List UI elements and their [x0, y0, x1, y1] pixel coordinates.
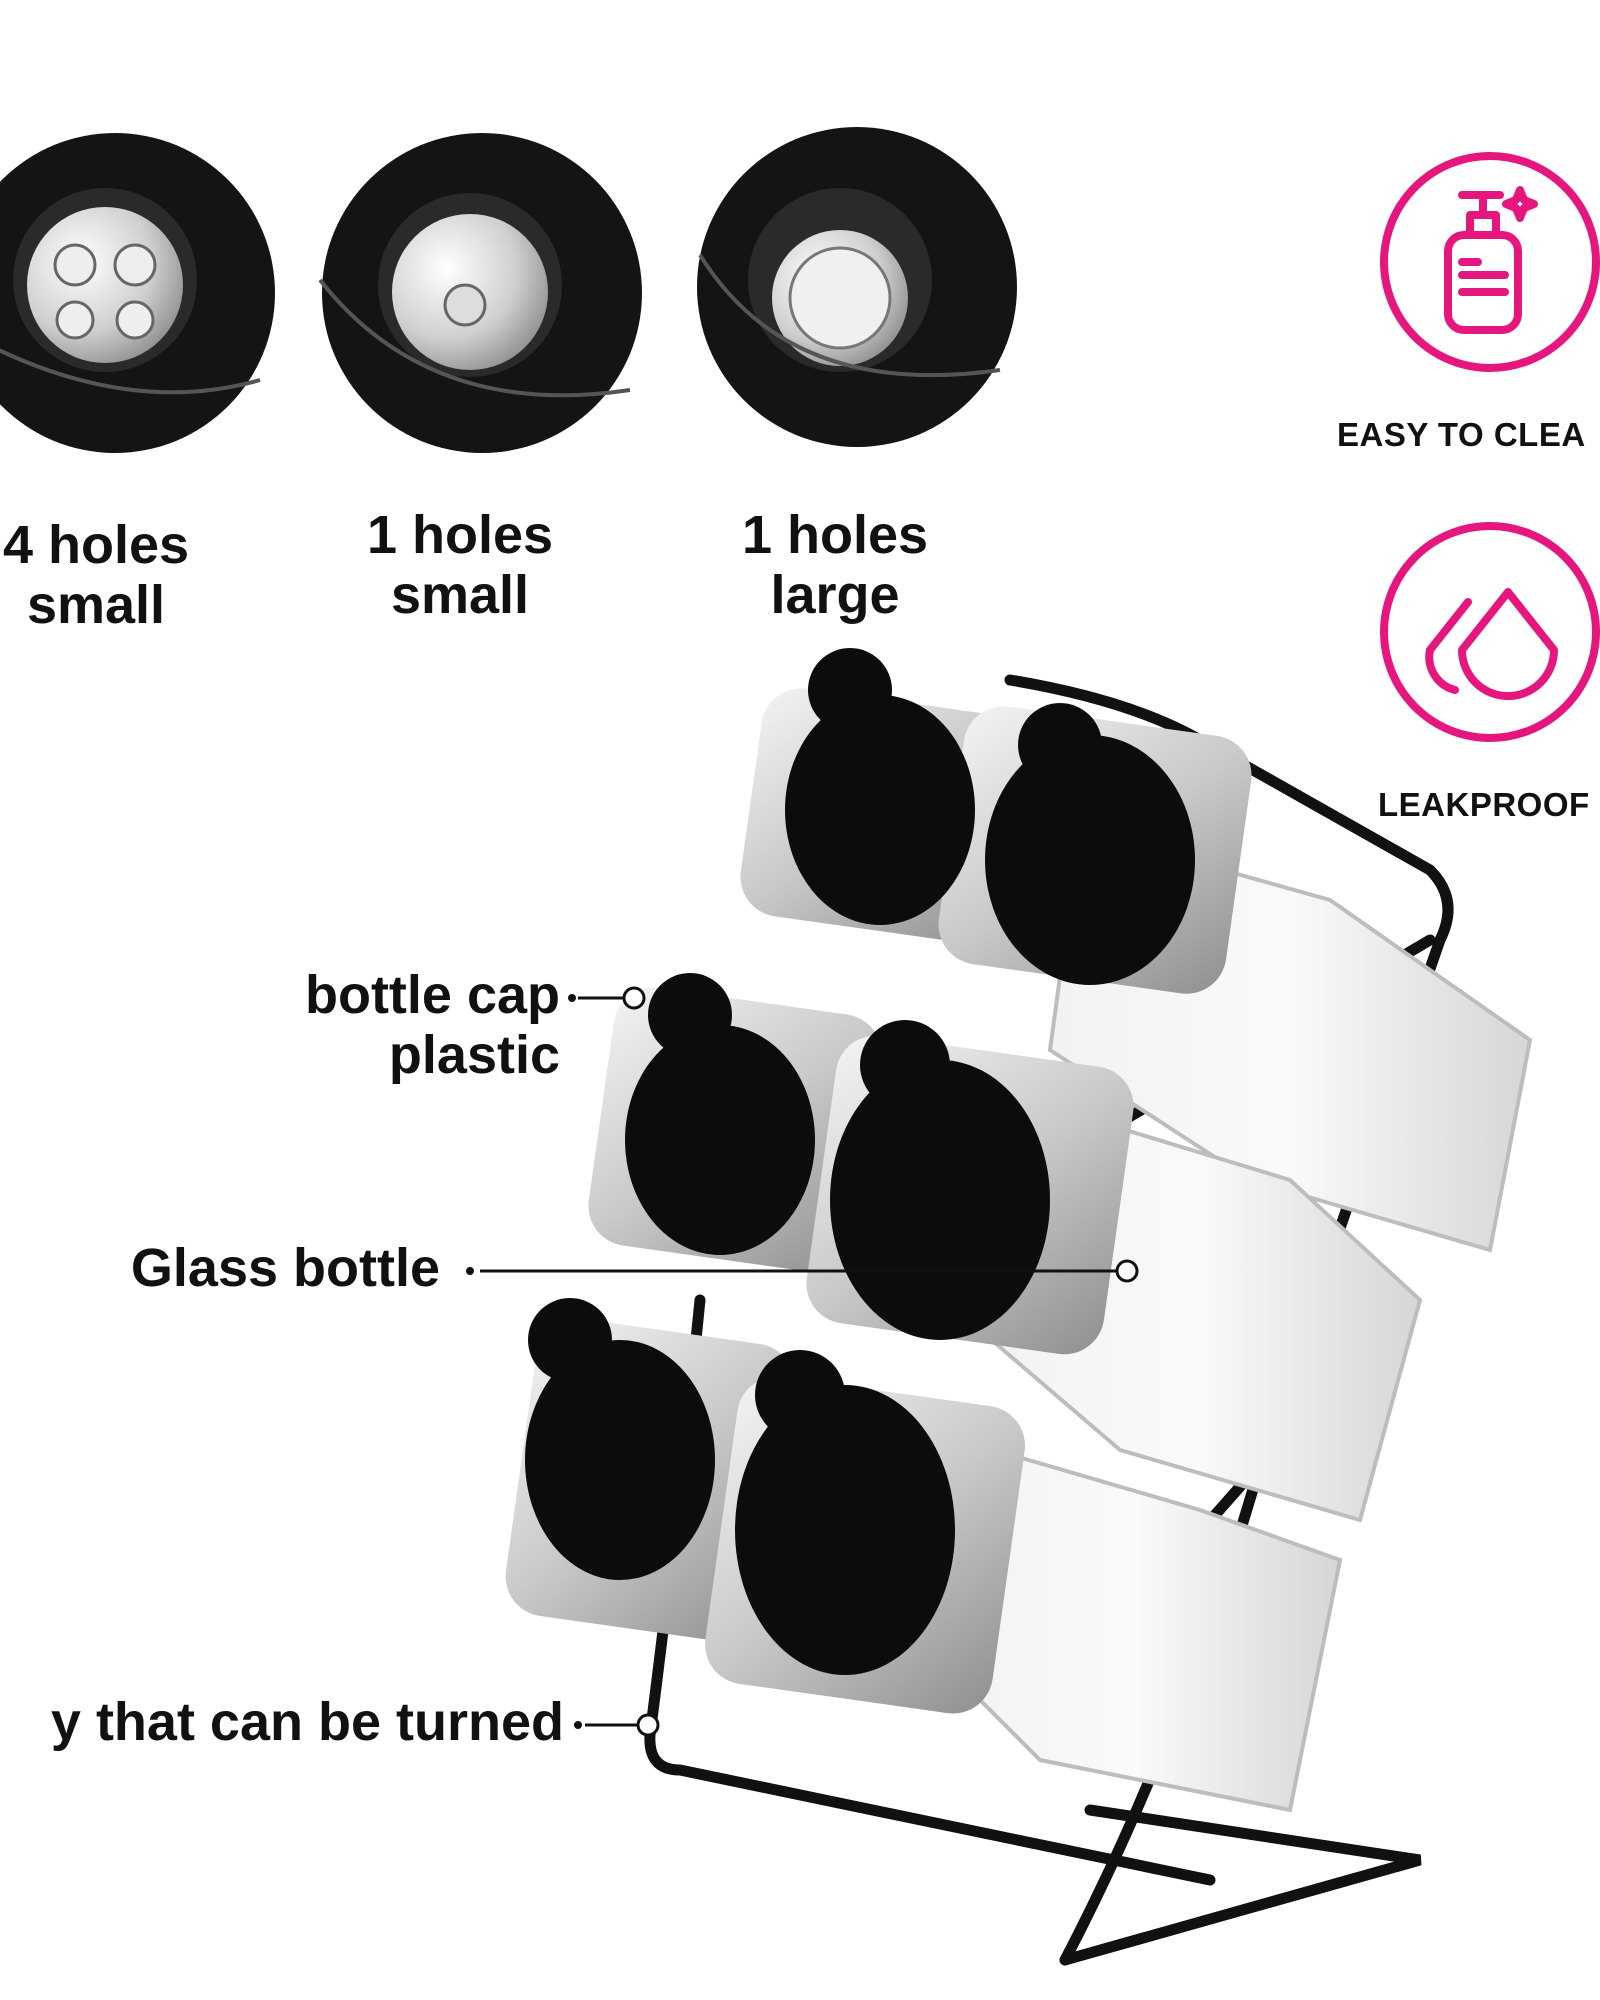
annotation-rotating-rack: y that can be turned: [50, 1692, 564, 1752]
cap-option-size: small: [390, 565, 530, 625]
cap-option-size: large: [770, 565, 900, 625]
feature-easy-to-clean: EASY TO CLEA: [1337, 416, 1586, 453]
cap-detail-1-hole-small: [318, 133, 642, 453]
soap-bottle-icon: [1380, 152, 1600, 372]
annotation-cap-line1: bottle cap: [304, 965, 560, 1025]
annotation-glass-bottle: Glass bottle: [130, 1238, 440, 1298]
cap-detail-4-holes-small: [0, 133, 275, 453]
cap-option-1-hole-small: 1 holes small: [310, 505, 610, 625]
cap-option-size: small: [26, 575, 166, 635]
cap-option-count: 1 holes: [366, 505, 554, 565]
annotation-bottle-cap: bottle cap plastic: [305, 965, 560, 1085]
feature-leakproof: LEAKPROOF: [1378, 786, 1590, 823]
black-lids: [525, 648, 1195, 1675]
annotation-leaders: [480, 986, 1139, 1737]
cap-option-count: 4 holes: [2, 515, 190, 575]
cap-option-4-holes-small: 4 holes small: [0, 515, 246, 635]
annotation-cap-line2: plastic: [388, 1025, 560, 1085]
cap-option-1-hole-large: 1 holes large: [685, 505, 985, 625]
water-drops-icon: [1380, 522, 1600, 742]
cap-detail-1-hole-large: [697, 127, 1017, 447]
cap-option-count: 1 holes: [741, 505, 929, 565]
